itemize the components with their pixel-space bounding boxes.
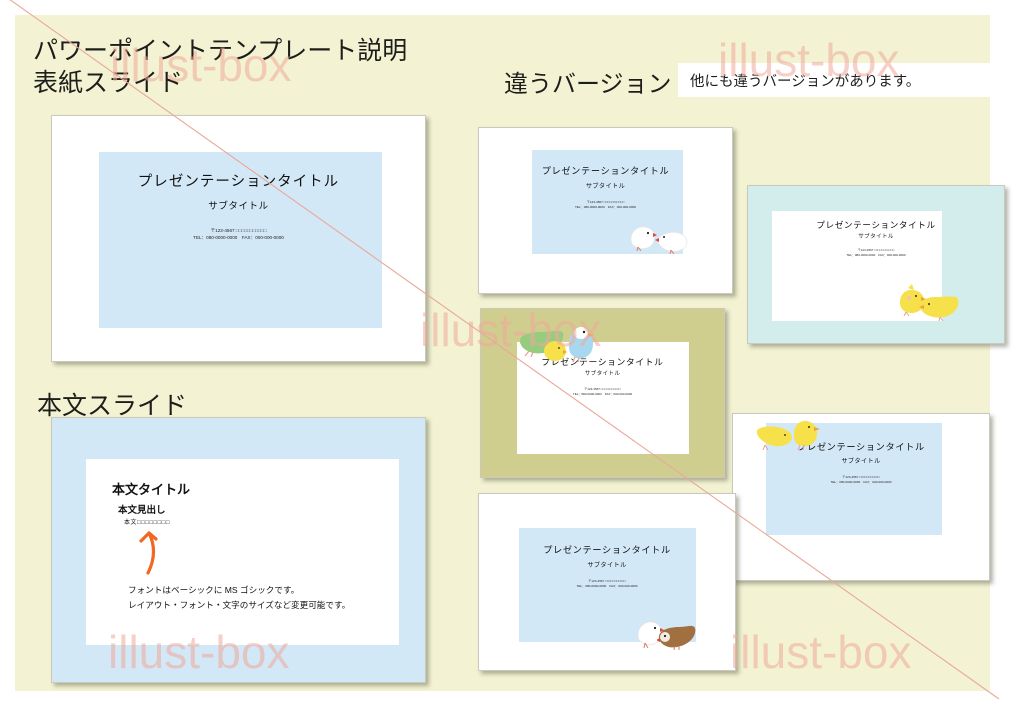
blue-parakeet-icon	[569, 327, 594, 362]
brown-java-sparrow-icon	[657, 625, 696, 650]
address-line-2: TEL：080-0000-0000 FAX：000-000-0000	[574, 204, 637, 209]
slide-variant-white-1[interactable]: プレゼンテーションタイトル サブタイトル 〒123-4567 □□□□□□□□□…	[478, 127, 733, 294]
address-line-1: 〒123-4567 □□□□□□□□□□□	[588, 579, 626, 583]
address-line-2: TEL：080-0000-0000 FAX：000-000-0000	[846, 252, 906, 257]
address-line-2: TEL：080-0000-0000 FAX：000-000-0000	[830, 479, 892, 484]
slide-variant-white-2[interactable]: プレゼンテーションタイトル サブタイトル 〒123-4567 □□□□□□□□□…	[732, 413, 990, 581]
slide-address: 〒123-4567 □□□□□□□□□□□ TEL：080-0000-0000 …	[479, 579, 735, 589]
body-note: フォントはベーシックに MS ゴシックです。 レイアウト・フォント・文字のサイズ…	[128, 583, 350, 613]
slide-title: プレゼンテーションタイトル	[816, 220, 936, 230]
slide-address: 〒123-4567 □□□□□□□□□□□ TEL：080-0000-0000 …	[748, 248, 1004, 257]
address-line-1: 〒123-4567 □□□□□□□□□□□	[842, 475, 880, 479]
slide-address: 〒123-4567 □□□□□□□□□□□ TEL：080-0000-0000 …	[733, 475, 989, 485]
heading-cover-slide: パワーポイントテンプレート説明 表紙スライド	[33, 37, 408, 97]
address-line-1: 〒123-4567 □□□□□□□□□□□	[586, 200, 625, 204]
slide-subtitle: サブタイトル	[585, 183, 626, 190]
slide-subtitle: サブタイトル	[858, 234, 894, 240]
white-java-sparrow-icon	[655, 231, 688, 254]
slide-variant-mint[interactable]: プレゼンテーションタイトル サブタイトル 〒123-4567 □□□□□□□□□…	[747, 185, 1005, 344]
yellow-bird-icon	[794, 420, 820, 450]
address-line-1: 〒123-4567 □□□□□□□□□□□	[857, 248, 895, 252]
heading-other-versions: 違うバージョン	[504, 71, 672, 98]
annotation-arrow-icon	[139, 531, 158, 575]
body-note-line-1: フォントはベーシックに MS ゴシックです。	[128, 585, 300, 595]
slide-address: 〒123-4567 □□□□□□□□□□□ TEL：080-0000-0000 …	[481, 387, 724, 396]
body-note-line-2: レイアウト・フォント・文字のサイズなど変更可能です。	[128, 600, 351, 611]
address-line-1: 〒123-4567 □□□□□□□□□□□	[210, 228, 267, 233]
slide-variant-olive[interactable]: プレゼンテーションタイトル サブタイトル 〒123-4567 □□□□□□□□□…	[480, 308, 725, 478]
slide-subtitle: サブタイトル	[587, 562, 627, 569]
address-line-2: TEL：080-0000-0000 FAX：000-000-0000	[572, 391, 633, 396]
slide-title: プレゼンテーションタイトル	[541, 357, 664, 367]
slide-title: プレゼンテーションタイトル	[543, 545, 671, 555]
address-line-1: 〒123-4567 □□□□□□□□□□□	[584, 387, 621, 391]
slide-variant-white-3[interactable]: プレゼンテーションタイトル サブタイトル 〒123-4567 □□□□□□□□□…	[478, 493, 736, 671]
body-title: 本文タイトル	[112, 482, 191, 497]
slide-subtitle: サブタイトル	[584, 371, 621, 377]
slide-address: 〒123-4567 □□□□□□□□□□□ TEL：080-0000-0000 …	[52, 228, 425, 242]
slide-title: プレゼンテーションタイトル	[137, 174, 340, 190]
slide-subtitle: サブタイトル	[841, 458, 881, 465]
slide-body-main[interactable]: 本文タイトル 本文見出し 本文□□□□□□□□ フォントはベーシックに MS ゴ…	[51, 417, 426, 683]
address-line-2: TEL：080-0000-0000 FAX：000-000-0000	[576, 583, 638, 588]
template-preview-page: パワーポイントテンプレート説明 表紙スライド 本文スライド 違うバージョン 他に…	[9, 0, 1018, 700]
note-text: 他にも違うバージョンがあります。	[690, 73, 921, 90]
slide-subtitle: サブタイトル	[208, 201, 269, 212]
white-java-sparrow-icon	[630, 226, 657, 251]
note-other-versions: 他にも違うバージョンがあります。	[678, 63, 1018, 97]
yellow-cockatiel-icon	[919, 296, 959, 321]
slide-body-paper: 本文タイトル 本文見出し 本文□□□□□□□□ フォントはベーシックに MS ゴ…	[86, 459, 399, 645]
address-line-2: TEL：080-0000-0000 FAX：000-000-0000	[193, 234, 284, 240]
body-heading: 本文見出し	[118, 505, 166, 516]
slide-cover-main[interactable]: プレゼンテーションタイトル サブタイトル 〒123-4567 □□□□□□□□□…	[51, 115, 426, 362]
slide-title: プレゼンテーションタイトル	[541, 166, 670, 176]
slide-address: 〒123-4567 □□□□□□□□□□□ TEL：080-0000-0000 …	[479, 200, 732, 210]
